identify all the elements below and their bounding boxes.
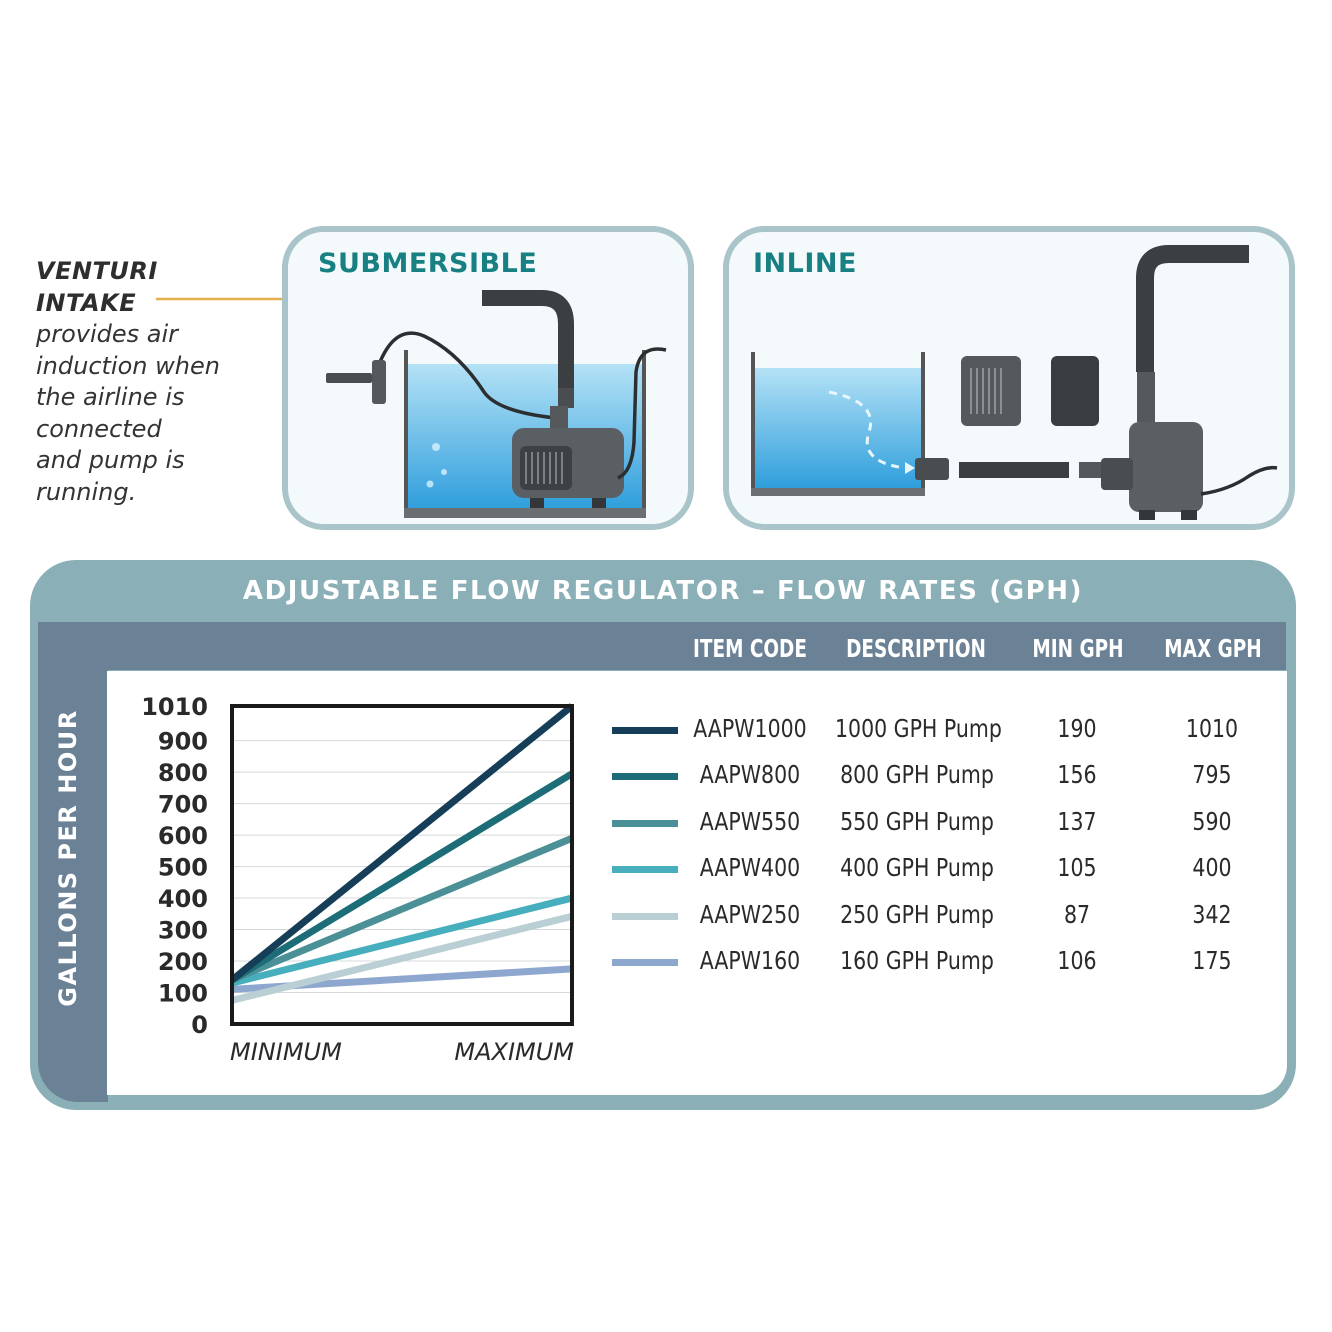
y-tick-label: 300: [158, 917, 208, 945]
venturi-desc-line: induction when: [36, 351, 220, 380]
venturi-title-line2: INTAKE: [36, 289, 137, 317]
y-tick-label: 1010: [141, 693, 208, 721]
max-gph-cell: 342: [1192, 900, 1232, 929]
description-cell: 400 GPH Pump: [840, 853, 994, 882]
venturi-desc-line: connected: [36, 414, 162, 443]
description-cell: 1000 GPH Pump: [835, 714, 1002, 743]
table-row: AAPW550 550 GPH Pump 137 590: [612, 807, 1272, 847]
legend-swatch: [612, 773, 678, 780]
submersible-title: SUBMERSIBLE: [318, 248, 538, 279]
description-cell: 800 GPH Pump: [840, 760, 994, 789]
airline-hose: [378, 331, 557, 420]
max-gph-cell: 1010: [1185, 714, 1239, 743]
inline-title: INLINE: [753, 248, 857, 279]
table-row: AAPW800 800 GPH Pump 156 795: [612, 760, 1272, 800]
flow-arrow: [828, 390, 906, 470]
y-tick-label: 500: [158, 854, 208, 882]
y-tick-label: 900: [158, 728, 208, 756]
legend-swatch: [612, 913, 678, 920]
series-line-aapw1000: [229, 703, 575, 983]
tank-water: [755, 368, 921, 492]
tank-base: [404, 508, 646, 518]
y-tick-label: 800: [158, 759, 208, 787]
venturi-desc-line: the airline is: [36, 383, 185, 411]
power-cord: [1200, 465, 1278, 496]
bulkhead-fitting: [915, 458, 949, 480]
y-tick-label: 100: [158, 980, 208, 1008]
description-cell: 250 GPH Pump: [840, 900, 994, 929]
y-tick-label: 0: [191, 1011, 208, 1039]
min-gph-cell: 156: [1057, 760, 1097, 789]
legend-swatch: [612, 866, 678, 873]
outlet-pipe: [482, 290, 574, 392]
max-gph-cell: 400: [1192, 853, 1232, 882]
min-gph-cell: 190: [1057, 714, 1097, 743]
col-item-code: ITEM CODE: [693, 634, 807, 663]
venturi-callout: VENTURI INTAKE provides air induction wh…: [36, 255, 276, 508]
venturi-desc-line: and pump is: [36, 446, 185, 474]
plot-frame: [230, 704, 574, 1026]
legend-swatch: [612, 820, 678, 827]
inline-pump: [1129, 422, 1203, 512]
item-code-cell: AAPW550: [699, 807, 801, 836]
min-gph-cell: 106: [1057, 946, 1097, 975]
series-line-aapw550: [230, 835, 574, 984]
description-cell: 550 GPH Pump: [840, 807, 994, 836]
max-gph-cell: 795: [1192, 760, 1232, 789]
max-gph-cell: 590: [1192, 807, 1232, 836]
col-min-gph: MIN GPH: [1032, 634, 1124, 663]
x-tick-label: MAXIMUM: [454, 1038, 574, 1066]
submersible-panel: SUBMERSIBLE: [282, 226, 694, 530]
submersible-illustration: [326, 290, 667, 518]
item-code-cell: AAPW800: [699, 760, 801, 789]
legend-swatch: [612, 959, 678, 966]
inline-panel: INLINE: [723, 226, 1295, 530]
min-gph-cell: 105: [1057, 853, 1097, 882]
venturi-desc-line: provides air: [36, 320, 179, 348]
item-code-cell: AAPW160: [699, 946, 801, 975]
max-gph-cell: 175: [1192, 946, 1232, 975]
item-code-cell: AAPW1000: [693, 714, 807, 743]
min-gph-cell: 87: [1063, 900, 1091, 929]
series-line-aapw250: [231, 912, 573, 1004]
outlet-pipe: [1136, 245, 1249, 372]
venturi-fitting: [326, 373, 372, 383]
legend-swatch: [612, 727, 678, 734]
y-tick-label: 200: [158, 948, 208, 976]
sponge-filter: [1051, 356, 1099, 426]
description-cell: 160 GPH Pump: [840, 946, 994, 975]
power-cord: [617, 347, 667, 480]
min-gph-cell: 137: [1057, 807, 1097, 836]
x-tick-label: MINIMUM: [230, 1038, 342, 1066]
col-max-gph: MAX GPH: [1164, 634, 1262, 663]
table-row: AAPW400 400 GPH Pump 105 400: [612, 853, 1272, 893]
item-code-cell: AAPW400: [699, 853, 801, 882]
side-band: [38, 622, 108, 1102]
table-header-band: [38, 622, 1286, 670]
inline-illustration: [751, 245, 1278, 520]
col-description: DESCRIPTION: [846, 634, 986, 663]
y-axis-label: GALLONS PER HOUR: [54, 709, 82, 1007]
y-tick-label: 600: [158, 822, 208, 850]
table-row: AAPW160 160 GPH Pump 106 175: [612, 946, 1272, 986]
flow-regulator-title: ADJUSTABLE FLOW REGULATOR – FLOW RATES (…: [242, 576, 1084, 606]
item-code-cell: AAPW250: [699, 900, 801, 929]
table-row: AAPW250 250 GPH Pump 87 342: [612, 900, 1272, 940]
y-tick-label: 700: [158, 791, 208, 819]
y-tick-label: 400: [158, 885, 208, 913]
series-line-aapw800: [230, 770, 574, 983]
venturi-title-line1: VENTURI: [36, 257, 158, 285]
inline-tube: [959, 462, 1069, 478]
venturi-desc-line: running.: [36, 477, 137, 506]
series-line-aapw400: [231, 894, 573, 987]
table-row: AAPW1000 1000 GPH Pump 190 1010: [612, 714, 1272, 754]
